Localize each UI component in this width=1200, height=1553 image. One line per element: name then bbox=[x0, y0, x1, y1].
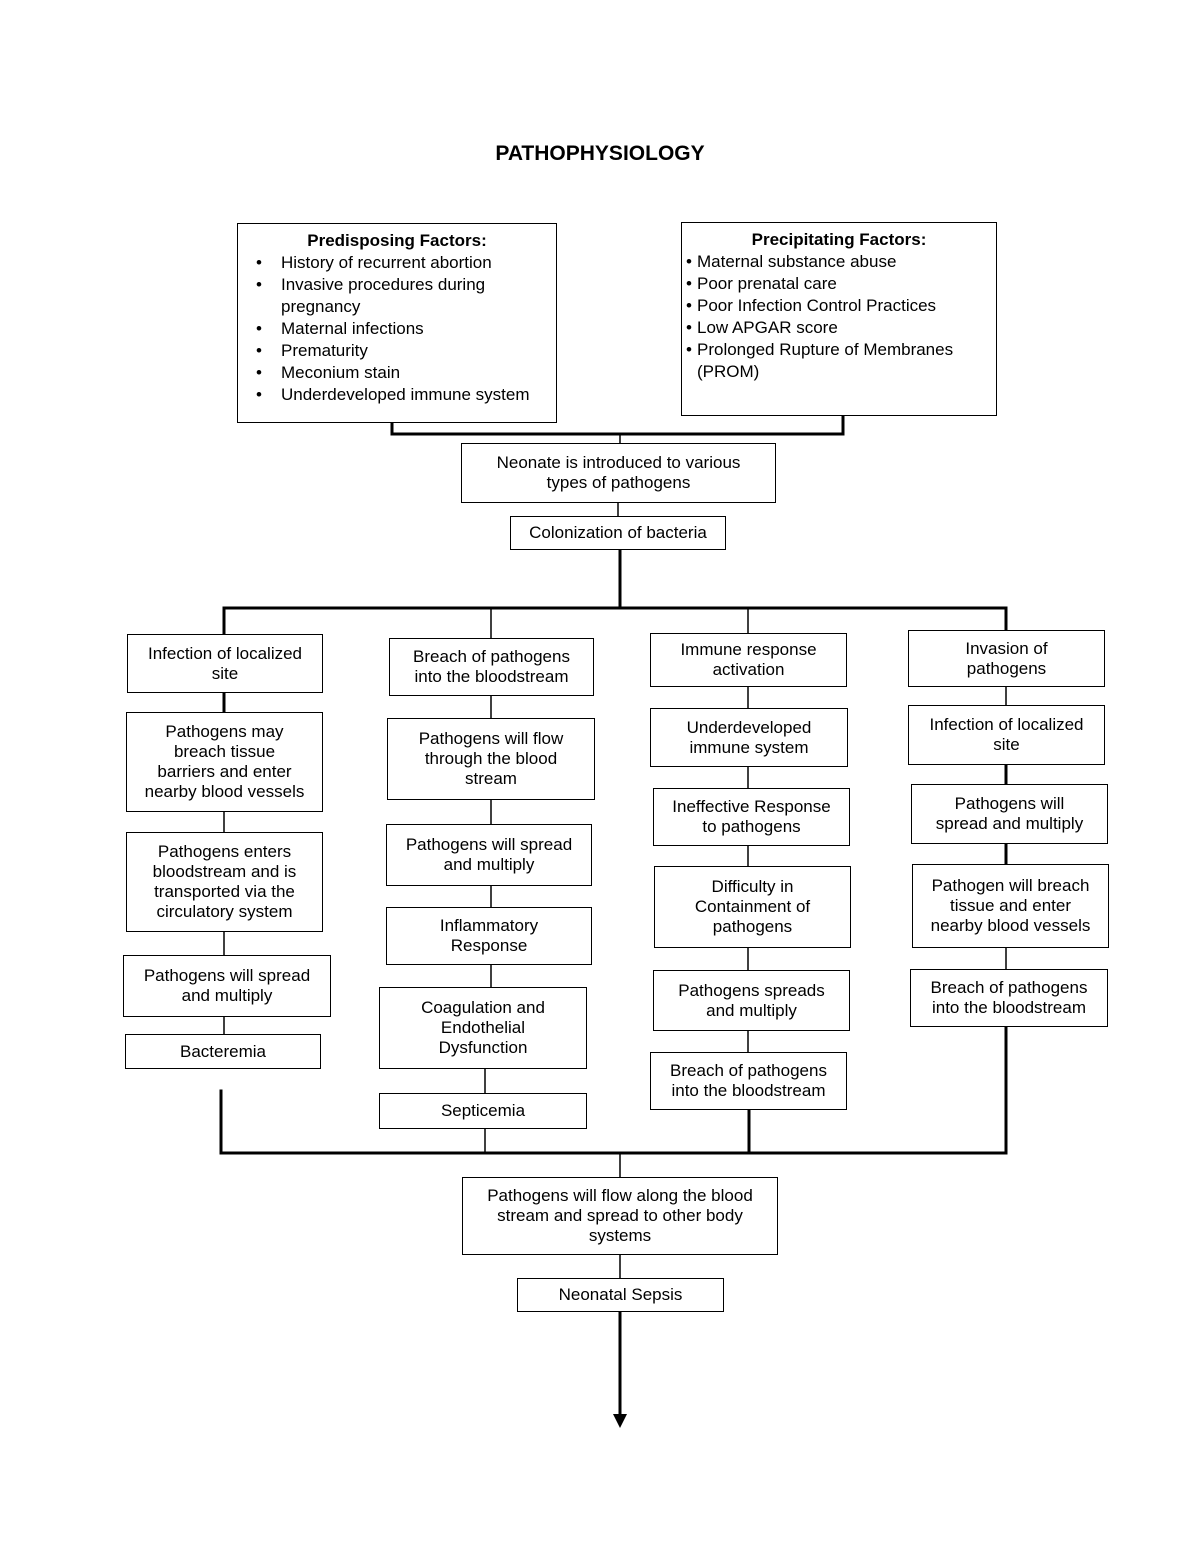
flow-box-col3-step4: Difficulty in Containment of pathogens bbox=[654, 866, 851, 948]
flow-box-col3-step3: Ineffective Response to pathogens bbox=[653, 788, 850, 846]
predisposing-factors-item: Underdeveloped immune system bbox=[238, 384, 556, 406]
flow-box-col1-step1: Infection of localized site bbox=[127, 634, 323, 693]
flow-box-neonatal-sepsis: Neonatal Sepsis bbox=[517, 1278, 724, 1312]
flow-box-col2-step4: Inflammatory Response bbox=[386, 907, 592, 965]
precipitating-factors-item: Low APGAR score bbox=[682, 317, 996, 339]
predisposing-factors-item: Meconium stain bbox=[238, 362, 556, 384]
precipitating-factors-item: Prolonged Rupture of Membranes (PROM) bbox=[682, 339, 996, 383]
predisposing-factors-list: History of recurrent abortionInvasive pr… bbox=[238, 252, 556, 406]
flow-box-col3-step6: Breach of pathogens into the bloodstream bbox=[650, 1052, 847, 1110]
flow-box-col4-step3: Pathogens will spread and multiply bbox=[911, 784, 1108, 844]
predisposing-factors-item: History of recurrent abortion bbox=[238, 252, 556, 274]
flow-box-col2-step1: Breach of pathogens into the bloodstream bbox=[389, 638, 594, 696]
flow-box-col4-step2: Infection of localized site bbox=[908, 705, 1105, 765]
flow-box-col4-step5: Breach of pathogens into the bloodstream bbox=[910, 969, 1108, 1027]
flow-box-col2-step5: Coagulation and Endothelial Dysfunction bbox=[379, 987, 587, 1069]
flow-box-col1-step2: Pathogens may breach tissue barriers and… bbox=[126, 712, 323, 812]
flow-box-col2-step2: Pathogens will flow through the blood st… bbox=[387, 718, 595, 800]
down-arrow-icon bbox=[613, 1414, 627, 1428]
precipitating-factors-item: Poor prenatal care bbox=[682, 273, 996, 295]
precipitating-factors-box: Precipitating Factors: Maternal substanc… bbox=[681, 222, 997, 416]
flow-box-col2-step3: Pathogens will spread and multiply bbox=[386, 824, 592, 886]
flow-box-spread-body-systems: Pathogens will flow along the blood stre… bbox=[462, 1177, 778, 1255]
flow-box-col3-step1: Immune response activation bbox=[650, 633, 847, 687]
flow-box-col3-step2: Underdeveloped immune system bbox=[650, 708, 848, 767]
flow-box-col1-step5: Bacteremia bbox=[125, 1034, 321, 1069]
flow-box-col1-step4: Pathogens will spread and multiply bbox=[123, 955, 331, 1017]
flow-box-col3-step5: Pathogens spreads and multiply bbox=[653, 970, 850, 1031]
flow-box-colonization: Colonization of bacteria bbox=[510, 516, 726, 550]
predisposing-factors-title: Predisposing Factors: bbox=[307, 231, 487, 250]
precipitating-factors-title: Precipitating Factors: bbox=[751, 230, 927, 249]
predisposing-factors-item: Invasive procedures during pregnancy bbox=[238, 274, 556, 318]
precipitating-factors-item: Maternal substance abuse bbox=[682, 251, 996, 273]
precipitating-factors-list: Maternal substance abusePoor prenatal ca… bbox=[682, 251, 996, 383]
page-title: PATHOPHYSIOLOGY bbox=[495, 142, 705, 165]
predisposing-factors-item: Prematurity bbox=[238, 340, 556, 362]
flow-box-col4-step1: Invasion of pathogens bbox=[908, 630, 1105, 687]
precipitating-factors-item: Poor Infection Control Practices bbox=[682, 295, 996, 317]
flow-box-col4-step4: Pathogen will breach tissue and enter ne… bbox=[912, 864, 1109, 948]
flow-box-neonate-introduced: Neonate is introduced to various types o… bbox=[461, 443, 776, 503]
flow-box-col2-step6: Septicemia bbox=[379, 1093, 587, 1129]
predisposing-factors-box: Predisposing Factors: History of recurre… bbox=[237, 223, 557, 423]
predisposing-factors-item: Maternal infections bbox=[238, 318, 556, 340]
flow-box-col1-step3: Pathogens enters bloodstream and is tran… bbox=[126, 832, 323, 932]
